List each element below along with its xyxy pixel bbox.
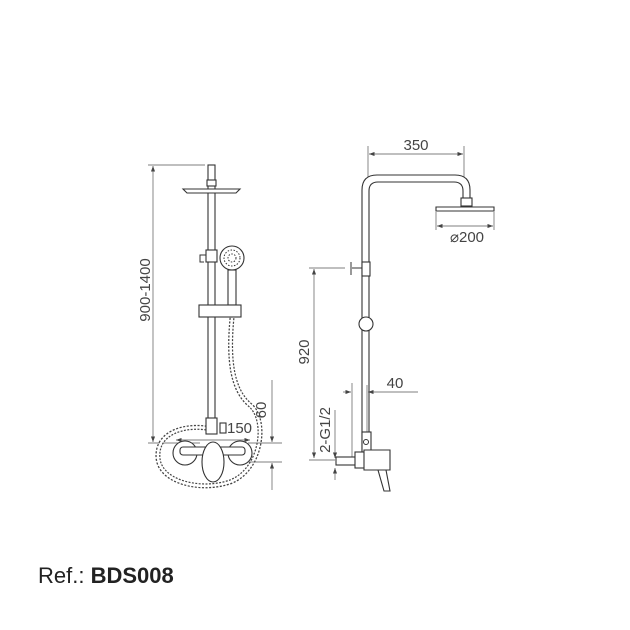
front-view: 900-1400 150 60: [137, 164, 282, 490]
mixer-body: [363, 449, 391, 471]
head-diameter-label: ⌀200: [450, 229, 484, 246]
bar-spacing-label: 150: [227, 420, 252, 437]
hand-shower-handle: [227, 269, 237, 306]
mixer-lever: [201, 441, 225, 483]
reference-prefix: Ref.:: [38, 563, 85, 588]
diverter-height-label: 920: [296, 339, 313, 364]
slider-bracket: [198, 304, 242, 318]
overhead-shower-head: [435, 206, 495, 212]
mixer-lever: [377, 469, 391, 492]
product-reference: Ref.: BDS008: [38, 563, 174, 589]
mixer-height-label: 60: [253, 402, 270, 419]
sliding-ball-joint: [358, 316, 374, 332]
riser-pipe: [207, 164, 216, 426]
height-range-label: 900-1400: [137, 258, 154, 321]
overhead-shower-head: [181, 188, 242, 194]
shower-arm-riser: [361, 174, 471, 456]
inlet-thread-label: 2-G1/2: [317, 407, 334, 453]
reference-code: BDS008: [90, 563, 174, 588]
side-view: 350 ⌀200 920 40 2-G1/2: [296, 137, 495, 492]
arm-length-label: 350: [403, 137, 428, 154]
wall-offset-label: 40: [387, 375, 404, 392]
